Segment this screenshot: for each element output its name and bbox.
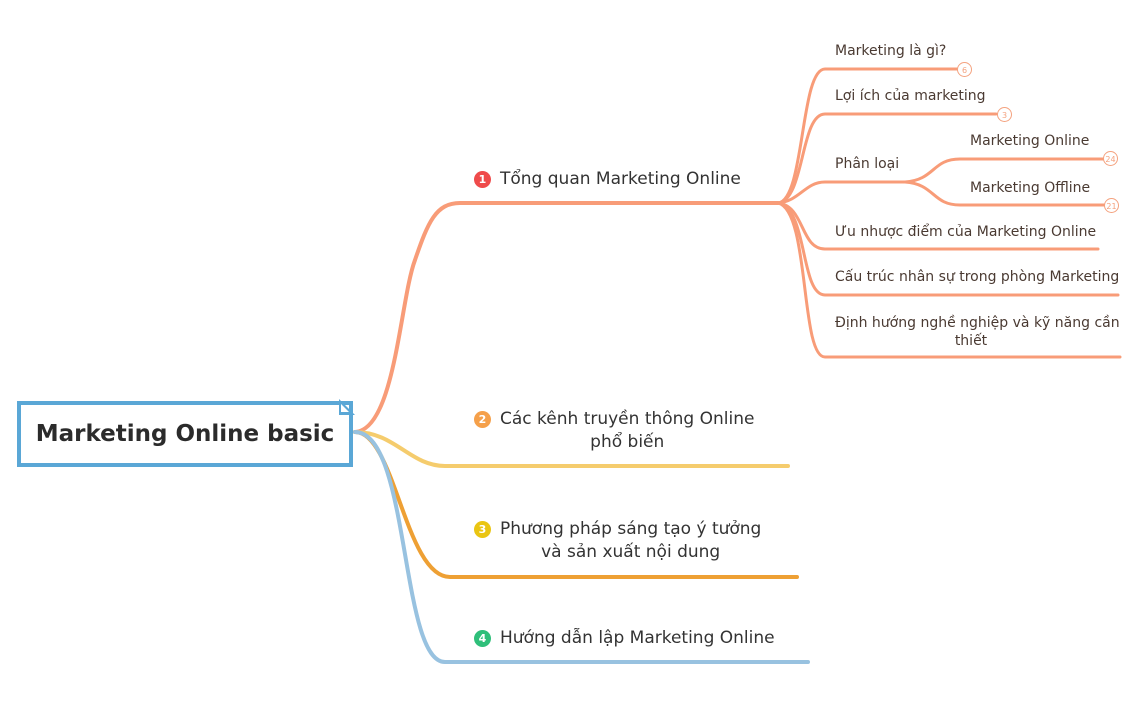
classification-2-label: Marketing Offline [970, 180, 1091, 196]
classification-marketing-offline[interactable]: Marketing Offline [970, 180, 1090, 196]
subtopic-dinh-huong[interactable]: Định hướng nghề nghiệp và kỹ năng cần th… [835, 314, 1120, 350]
subtopic-loi-ich[interactable]: Lợi ích của marketing [835, 88, 986, 104]
subtopic-4-label: Ưu nhược điểm của Marketing Online [835, 224, 1097, 240]
classification-marketing-online[interactable]: Marketing Online [970, 133, 1089, 149]
subtopic-connectors [776, 67, 1122, 359]
branch-2[interactable]: 2 Các kênh truyền thông Online phổ biến [474, 408, 754, 454]
connector-classification-1 [903, 157, 1105, 184]
subtopic-uu-nhuoc-diem[interactable]: Ưu nhược điểm của Marketing Online [835, 224, 1096, 240]
branch-2-label-line2: phổ biến [590, 432, 665, 452]
subtopic-1-label: Marketing là gì? [835, 43, 947, 59]
branch-3-label-line1: Phương pháp sáng tạo ý tưởng [500, 519, 762, 539]
branch-3-label-line2: và sản xuất nội dung [541, 542, 721, 562]
connector-subtopic-3 [776, 180, 907, 205]
subtopic-3-label: Phân loại [835, 156, 900, 172]
subtopic-6-label-line1: Định hướng nghề nghiệp và kỹ năng cần [835, 315, 1120, 331]
connector-subtopic-2 [776, 112, 998, 205]
branch-4[interactable]: 4 Hướng dẫn lập Marketing Online [474, 628, 775, 648]
connector-classification-2 [903, 180, 1106, 207]
branch-1[interactable]: 1 Tổng quan Marketing Online [474, 169, 741, 189]
number-badge-4: 4 [474, 629, 491, 647]
branch-4-label: Hướng dẫn lập Marketing Online [500, 628, 775, 648]
number-badge-2: 2 [474, 410, 491, 428]
number-badge-1: 1 [474, 170, 491, 188]
connector-branch-4 [353, 430, 810, 664]
count-badge-subtopic-1[interactable]: 6 [957, 62, 972, 77]
subtopic-5-label: Cấu trúc nhân sự trong phòng Marketing [835, 269, 1120, 285]
subtopic-6-label-line2: thiết [954, 333, 988, 349]
number-badge-3: 3 [474, 520, 491, 538]
count-badge-classification-2[interactable]: 21 [1104, 198, 1119, 213]
branch-1-label: Tổng quan Marketing Online [500, 169, 741, 189]
connector-branch-2 [353, 430, 790, 468]
root-corner-fold-inner [341, 404, 349, 412]
branch-2-label-line1: Các kênh truyền thông Online [500, 409, 755, 429]
subtopic-2-label: Lợi ích của marketing [835, 88, 986, 104]
subtopic-marketing-la-gi[interactable]: Marketing là gì? [835, 43, 946, 59]
count-badge-subtopic-2[interactable]: 3 [997, 107, 1012, 122]
classification-1-label: Marketing Online [970, 133, 1090, 149]
root-topic[interactable]: Marketing Online basic [17, 401, 353, 467]
connector-branch-1 [353, 201, 780, 434]
subtopic-phan-loai[interactable]: Phân loại [835, 156, 899, 172]
connector-subtopic-6 [776, 201, 1122, 359]
branch-3[interactable]: 3 Phương pháp sáng tạo ý tưởng và sản xuấ… [474, 518, 761, 564]
subtopic-cau-truc-nhan-su[interactable]: Cấu trúc nhân sự trong phòng Marketing [835, 269, 1119, 285]
root-topic-label: Marketing Online basic [35, 421, 335, 447]
count-badge-classification-1[interactable]: 24 [1103, 151, 1118, 166]
